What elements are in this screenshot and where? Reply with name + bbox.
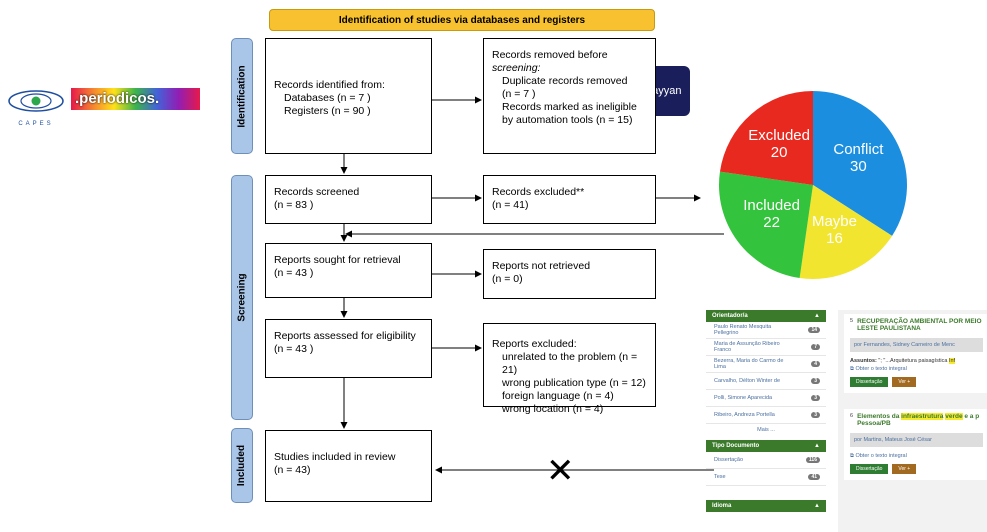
external-link-icon: ⧉ bbox=[850, 453, 856, 459]
facet-item[interactable]: Paulo Renato Mesquita Pellegrino 14 bbox=[706, 322, 826, 339]
facet-item[interactable]: Maria de Assunção Ribeiro Franco 7 bbox=[706, 339, 826, 356]
facet-doctype-header[interactable]: Tipo Documento▲ bbox=[706, 440, 826, 452]
facet-item-label: Carvalho, Délton Winter de bbox=[714, 378, 781, 384]
facet-item-count: 41 bbox=[808, 474, 820, 480]
facet-item-count: 3 bbox=[811, 378, 820, 384]
periodicos-logo: .periodicos. bbox=[71, 88, 200, 110]
external-link-icon: ⧉ bbox=[850, 366, 856, 372]
facet-item[interactable]: Polli, Simone Aparecida 3 bbox=[706, 390, 826, 407]
pie-label-maybe-name: Maybe bbox=[812, 213, 857, 230]
facet-item-label: Maria de Assunção Ribeiro Franco bbox=[714, 341, 780, 353]
box-reports-assessed: Reports assessed for eligibility (n = 43… bbox=[265, 319, 432, 378]
phase-included: Included bbox=[231, 428, 253, 503]
facet-item-label: Polli, Simone Aparecida bbox=[714, 395, 773, 401]
fulltext-link[interactable]: ⧉ Obter o texto integral bbox=[850, 366, 907, 372]
see-more-button[interactable]: Ver + bbox=[892, 377, 917, 387]
pie-label-excluded-value: 20 bbox=[771, 144, 788, 161]
result-author[interactable]: por Martins, Mateus José César bbox=[850, 433, 983, 447]
pie-label-conflict-value: 30 bbox=[850, 158, 867, 175]
box-reports-not-retrieved: Reports not retrieved (n = 0) bbox=[483, 249, 656, 299]
facet-item[interactable]: Carvalho, Délton Winter de 3 bbox=[706, 373, 826, 390]
facet-item-label: Paulo Renato Mesquita Pellegrino bbox=[714, 324, 772, 336]
facet-language-header[interactable]: Idioma▲ bbox=[706, 500, 826, 512]
facet-item-count: 116 bbox=[805, 457, 820, 463]
result-number: 5 bbox=[850, 318, 854, 324]
pie-slice-included bbox=[719, 171, 813, 279]
doctype-badge[interactable]: Dissertação bbox=[850, 377, 889, 387]
result-item: 5 RECUPERAÇÃO AMBIENTAL POR MEIO LESTE P… bbox=[844, 314, 987, 393]
capes-logo-mark bbox=[8, 90, 64, 112]
pie-label-excluded-name: Excluded bbox=[748, 127, 810, 144]
result-title[interactable]: Elementos da infraestrutura verde e a p bbox=[857, 413, 980, 420]
doctype-badge[interactable]: Dissertação bbox=[850, 464, 889, 474]
facet-advisor-header[interactable]: Orientador/a▲ bbox=[706, 310, 826, 322]
cross-icon: ✕ bbox=[546, 452, 575, 490]
facet-item[interactable]: Ribeiro, Andreza Portella 3 bbox=[706, 407, 826, 424]
facet-item[interactable]: Tese 41 bbox=[706, 469, 826, 486]
box-reports-sought: Reports sought for retrieval (n = 43 ) bbox=[265, 243, 432, 298]
fulltext-link[interactable]: ⧉ Obter o texto integral bbox=[850, 453, 907, 459]
box-reports-excluded: Reports excluded: unrelated to the probl… bbox=[483, 323, 656, 415]
capes-logo: CAPES bbox=[6, 88, 66, 130]
result-title[interactable]: RECUPERAÇÃO AMBIENTAL POR MEIO bbox=[857, 318, 982, 325]
box-records-removed: Records removed before screening: Duplic… bbox=[483, 38, 656, 154]
repository-results: 5 RECUPERAÇÃO AMBIENTAL POR MEIO LESTE P… bbox=[838, 310, 987, 532]
pie-slice-conflict bbox=[813, 91, 907, 236]
periodicos-logo-text: .periodicos. bbox=[75, 90, 160, 107]
capes-logo-text: CAPES bbox=[18, 121, 54, 127]
facet-more-link[interactable]: Mais ... bbox=[757, 427, 775, 433]
result-title-cont[interactable]: Pessoa/PB bbox=[857, 420, 891, 427]
phase-screening: Screening bbox=[231, 175, 253, 420]
facet-item-count: 3 bbox=[811, 395, 820, 401]
facet-item-count: 3 bbox=[811, 412, 820, 418]
box-records-identified: Records identified from: Databases (n = … bbox=[265, 38, 432, 154]
pie-label-included-name: Included bbox=[743, 197, 800, 214]
facet-item-label: Dissertação bbox=[714, 457, 744, 463]
facet-item-label: Bezerra, Maria do Carmo de Lima bbox=[714, 358, 784, 370]
header-banner: Identification of studies via databases … bbox=[269, 9, 655, 31]
facet-item[interactable]: Bezerra, Maria do Carmo de Lima 4 bbox=[706, 356, 826, 373]
facet-item-count: 14 bbox=[808, 327, 820, 333]
facet-item-count: 4 bbox=[811, 361, 820, 367]
pie-slice-excluded bbox=[719, 91, 813, 185]
see-more-button[interactable]: Ver + bbox=[892, 464, 917, 474]
box-records-excluded: Records excluded** (n = 41) bbox=[483, 175, 656, 224]
result-item: 6 Elementos da infraestrutura verde e a … bbox=[844, 409, 987, 480]
repository-facets: Orientador/a▲ Paulo Renato Mesquita Pell… bbox=[706, 310, 826, 512]
result-author[interactable]: por Fernandes, Sidney Carneiro de Menc bbox=[850, 338, 983, 352]
box-studies-included: Studies included in review (n = 43) bbox=[265, 430, 432, 502]
facet-item[interactable]: Dissertação 116 bbox=[706, 452, 826, 469]
facet-item-count: 7 bbox=[811, 344, 820, 350]
facet-item-label: Tese bbox=[714, 474, 726, 480]
box-records-screened: Records screened (n = 83 ) bbox=[265, 175, 432, 224]
result-title-cont[interactable]: LESTE PAULISTANA bbox=[857, 325, 921, 332]
result-number: 6 bbox=[850, 413, 854, 419]
pie-label-maybe-value: 16 bbox=[826, 230, 843, 247]
pie-label-included-value: 22 bbox=[763, 214, 780, 231]
pie-label-conflict-name: Conflict bbox=[833, 141, 884, 158]
pie-slice-maybe bbox=[799, 185, 893, 279]
phase-identification: Identification bbox=[231, 38, 253, 154]
facet-item-label: Ribeiro, Andreza Portella bbox=[714, 412, 775, 418]
